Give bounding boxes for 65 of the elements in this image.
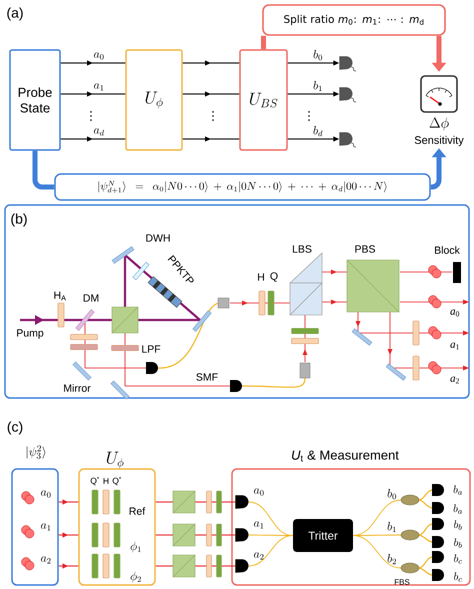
heading-text: $U_\phi$ [106,452,124,468]
component-label: LPF [142,345,160,353]
tritter-box: Tritter [293,519,353,552]
mode-label: $b_c$ [454,554,462,564]
path-label: $\phi_1$ [130,542,141,552]
path-label: $\phi_2$ [130,572,141,582]
component-label: H [258,273,264,281]
component-label: LBS [292,245,312,253]
unitary-box: $U_\phi$ [125,49,183,151]
detector-icon [235,528,248,542]
component-label: Pump [17,329,44,339]
panel-letter: (a) [7,7,23,21]
detector-icon [235,495,248,509]
splitter-label: FBS [394,579,410,585]
mode-label: $b_b$ [454,520,462,530]
state-box: Probe State [9,49,61,151]
mode-label: $b_b$ [454,538,462,548]
mode-label: $b_a$ [454,504,462,514]
component-label: DM [84,294,98,302]
component-label: Q [270,272,278,282]
mode-label: $a_2$ [254,552,264,560]
component-label: PBS [355,245,376,253]
ellipsis: ⋮ [90,111,92,121]
mode-label: a$_{1}$ [450,342,459,350]
edge-label: $a_0$ [94,52,104,60]
heading-text: $|\psi_3^2\rangle$ [26,445,46,459]
component-label: Block [435,246,460,254]
edge-label: $b_1$ [314,80,322,92]
detector-icon [339,87,356,102]
waveplate-label: H [104,478,108,484]
mode-label: $b_2$ [388,554,396,564]
mode-label: $a_1$ [254,521,264,528]
component-label: Mirror [64,384,91,392]
edge-label: $b_0$ [314,50,322,60]
detector-icon [339,132,356,148]
mode-label: $a_0$ [254,488,264,496]
ellipsis: ⋮ [308,111,310,121]
caption-text: Sensitivity [414,136,464,146]
mode-label: a$_{2}$ [450,376,459,384]
mode-label: $b_c$ [454,572,462,582]
mode-label: $a_2$ [41,556,51,564]
mode-label: a$_{0}$ [450,310,460,316]
mode-label: $b_1$ [388,522,396,532]
detector-icon [235,559,248,573]
mode-label: $b_0$ [388,488,396,500]
edge-label: $a_d$ [94,128,104,136]
mode-label: $a_1$ [41,523,50,530]
math-label: $\Delta\phi$ [430,117,449,131]
edge-label: $a_1$ [94,83,104,90]
path-label: Ref [130,507,146,515]
component-label: SMF [196,373,218,381]
formula-box: $|\psi_{d+1}^{N}\rangle = \alpha_0|N0\cdots 0\rangle + \alpha_1|0N\cdots 0\rangle + \cdots + \alpha_d|00\cdots N\rangle$ [54,173,431,201]
heading-text: U$_{t}$ & Measurement [292,450,399,462]
edge-label: $b_d$ [314,126,322,136]
ratio-box: Split ratio m$_{0}$: m$_{1}$: ⋯ : m$_{d}$ [262,4,446,36]
ellipsis: ⋮ [212,111,214,121]
mode-label: $a_0$ [41,490,51,498]
component-label: DWH [146,234,170,242]
mode-label: $b_a$ [454,485,462,495]
waveplate-label: Q$^{*}$ [90,476,100,486]
panel-letter: (c) [8,421,22,435]
component-label: H$_{A}$ [54,292,66,300]
unitary-box: $U_{BS}$ [239,49,288,151]
waveplate-label: Q$^{*}$ [112,476,122,486]
detector-icon [339,56,356,72]
